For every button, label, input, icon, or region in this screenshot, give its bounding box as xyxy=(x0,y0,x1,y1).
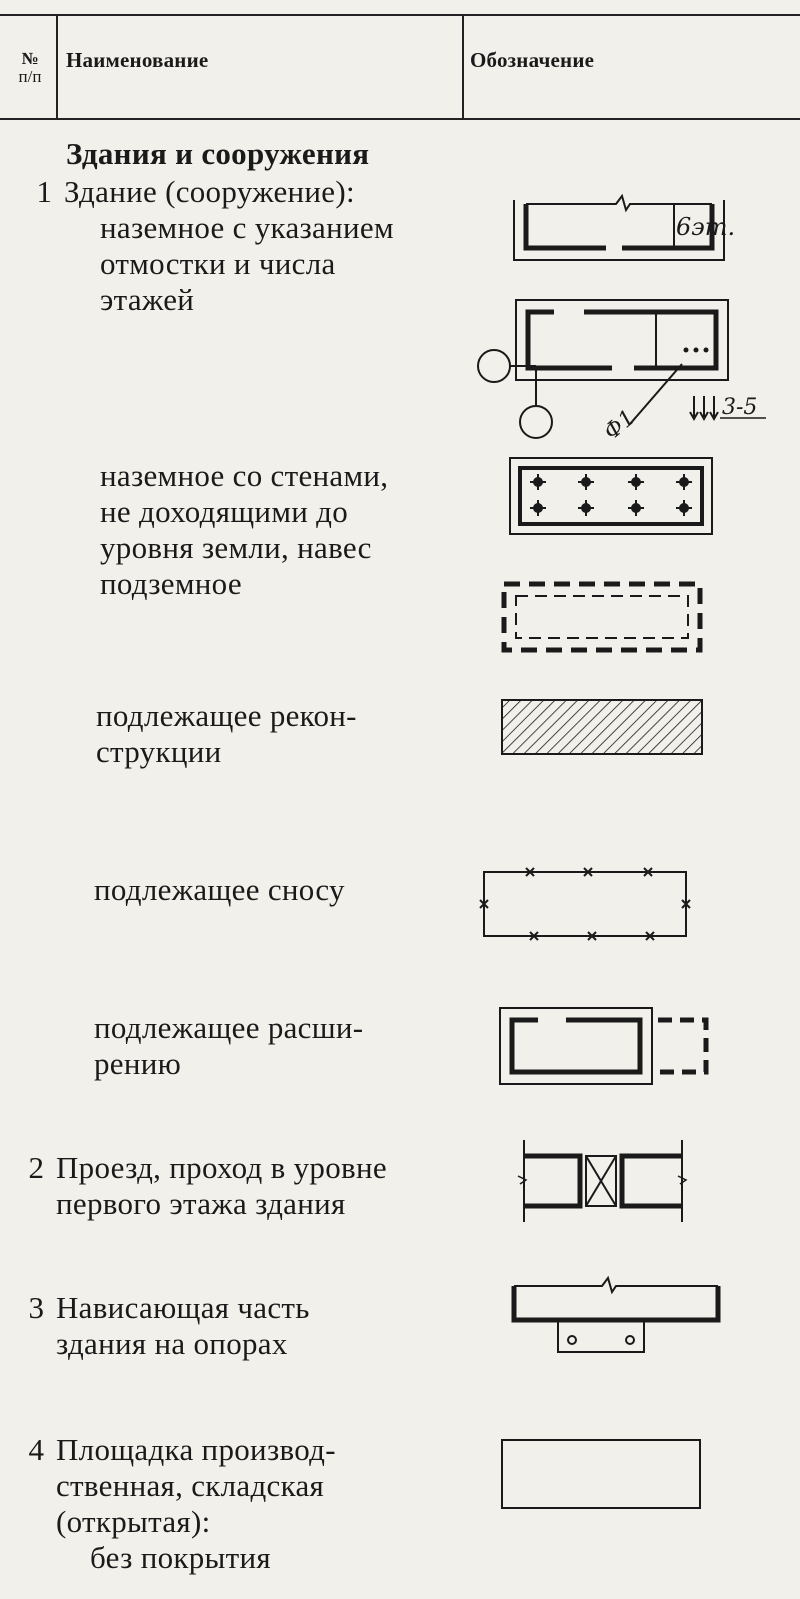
item-title: Здание (сооружение): xyxy=(64,174,355,209)
header-top-rule xyxy=(0,14,800,16)
expansion-icon xyxy=(498,1006,714,1086)
subitem-line: наземное со стенами, xyxy=(100,458,389,493)
canopy-icon xyxy=(508,456,714,536)
item-line: Нависающая часть xyxy=(56,1290,310,1325)
building-plan-icon: Ф1 3-5 xyxy=(476,294,776,445)
item-line: здания на опорах xyxy=(56,1326,288,1361)
subitem-line: этажей xyxy=(100,282,195,317)
subitem-line: рению xyxy=(94,1046,182,1081)
item-number: 2 xyxy=(28,1150,45,1185)
building-ground-icon: 6эт. xyxy=(506,190,735,266)
subitem-line: наземное с указанием xyxy=(100,210,394,245)
header-number-label: № п/п xyxy=(18,49,42,86)
item-line: первого этажа здания xyxy=(56,1186,346,1221)
subitem-line: подлежащее расши- xyxy=(94,1010,364,1045)
entrance-label: Ф1 xyxy=(599,405,640,445)
item-line: Площадка производ- xyxy=(56,1432,336,1467)
header-symbol-label: Обозначение xyxy=(470,48,595,72)
header-divider-1 xyxy=(56,14,58,120)
item-line: без покрытия xyxy=(90,1540,271,1575)
item-number: 4 xyxy=(28,1432,45,1467)
subitem-line: отмостки и числа xyxy=(100,246,336,281)
item-line: ственная, складская xyxy=(56,1468,325,1503)
subitem-line: не доходящими до xyxy=(100,494,349,529)
item-number: 1 xyxy=(36,174,53,209)
subitem-line: подлежащее сносу xyxy=(94,872,345,907)
header-divider-2 xyxy=(462,14,464,120)
passage-icon xyxy=(517,1136,688,1226)
open-area-icon xyxy=(500,1438,704,1512)
item-line: Проезд, проход в уровне xyxy=(56,1150,387,1185)
floors-label: 6эт. xyxy=(676,213,735,241)
section-title: Здания и сооружения xyxy=(66,136,370,171)
subitem-line: уровня земли, навес xyxy=(100,530,372,565)
demolition-icon xyxy=(476,862,696,946)
subitem-line: струкции xyxy=(96,734,222,769)
overhang-icon xyxy=(508,1272,724,1364)
underground-icon xyxy=(500,580,706,656)
header-bottom-rule xyxy=(0,118,800,120)
item-line: (открытая): xyxy=(56,1504,211,1539)
height-range-label: 3-5 xyxy=(722,395,757,420)
reconstruction-icon xyxy=(500,698,704,756)
subitem-line: подземное xyxy=(100,566,242,601)
header-name-label: Наименование xyxy=(66,48,209,72)
subitem-line: подлежащее рекон- xyxy=(96,698,357,733)
item-number: 3 xyxy=(28,1290,45,1325)
